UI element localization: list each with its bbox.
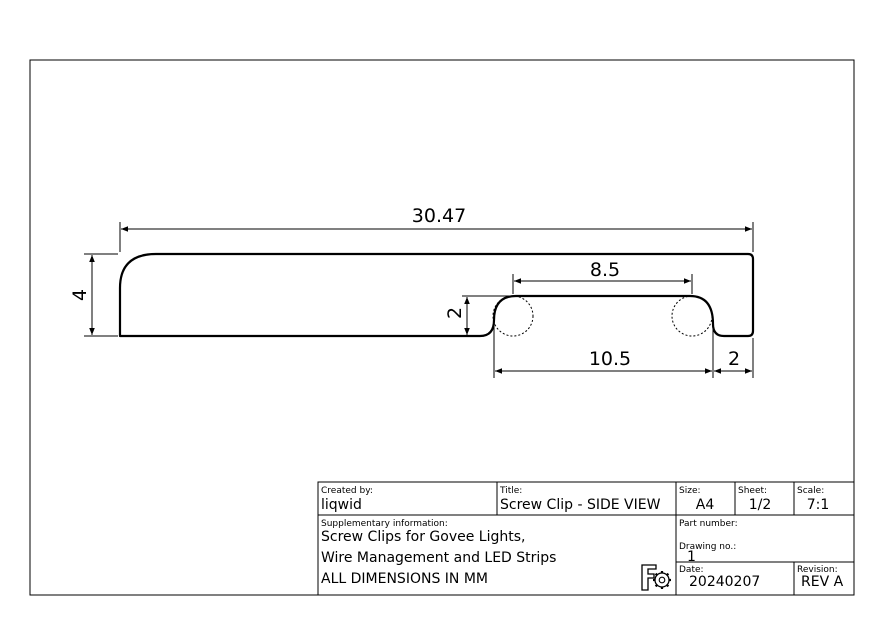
supplementary-line-2: Wire Management and LED Strips <box>321 550 556 566</box>
dim-text-slot-top: 8.5 <box>590 259 620 281</box>
title-label: Title: <box>499 486 522 496</box>
scale-label: Scale: <box>797 486 824 496</box>
revision-label: Revision: <box>797 565 838 575</box>
sheet-value: 1/2 <box>749 497 772 513</box>
dimension-height: 4 <box>69 253 118 337</box>
dimension-slot-bottom: 10.5 <box>493 326 754 378</box>
date-label: Date: <box>679 565 704 575</box>
revision-value: REV A <box>801 574 844 590</box>
created-by-label: Created by: <box>321 486 373 496</box>
dimension-end-lip: 2 <box>714 348 752 374</box>
dim-text-height: 4 <box>69 289 91 301</box>
sheet-label: Sheet: <box>738 486 767 496</box>
dim-text-slot-depth: 2 <box>444 307 466 319</box>
created-by-value: liqwid <box>321 497 362 513</box>
drawing-no-label: Drawing no.: <box>679 542 736 552</box>
supplementary-label: Supplementary information: <box>321 519 448 529</box>
freecad-gear-icon <box>641 564 671 591</box>
dimension-slot-top: 8.5 <box>512 259 693 294</box>
size-value: A4 <box>696 497 715 513</box>
scale-value: 7:1 <box>807 497 830 513</box>
dim-text-overall: 30.47 <box>412 205 466 227</box>
supplementary-line-3: ALL DIMENSIONS IN MM <box>321 571 488 587</box>
size-label: Size: <box>679 486 701 496</box>
title-block: Created by: liqwid Title: Screw Clip - S… <box>317 481 855 596</box>
supplementary-line-1: Screw Clips for Govee Lights, <box>321 529 526 545</box>
part-outline <box>118 252 755 338</box>
dim-text-slot-bottom: 10.5 <box>589 348 631 370</box>
part-number-label: Part number: <box>679 519 738 529</box>
title-value: Screw Clip - SIDE VIEW <box>500 497 661 513</box>
dimension-overall-length: 30.47 <box>119 205 754 252</box>
drawing-no-value: 1 <box>687 549 696 565</box>
dim-text-end-lip: 2 <box>728 348 740 370</box>
date-value: 20240207 <box>689 574 760 590</box>
dimension-slot-depth: 2 <box>444 295 514 337</box>
fillet-circle-right <box>671 295 713 337</box>
